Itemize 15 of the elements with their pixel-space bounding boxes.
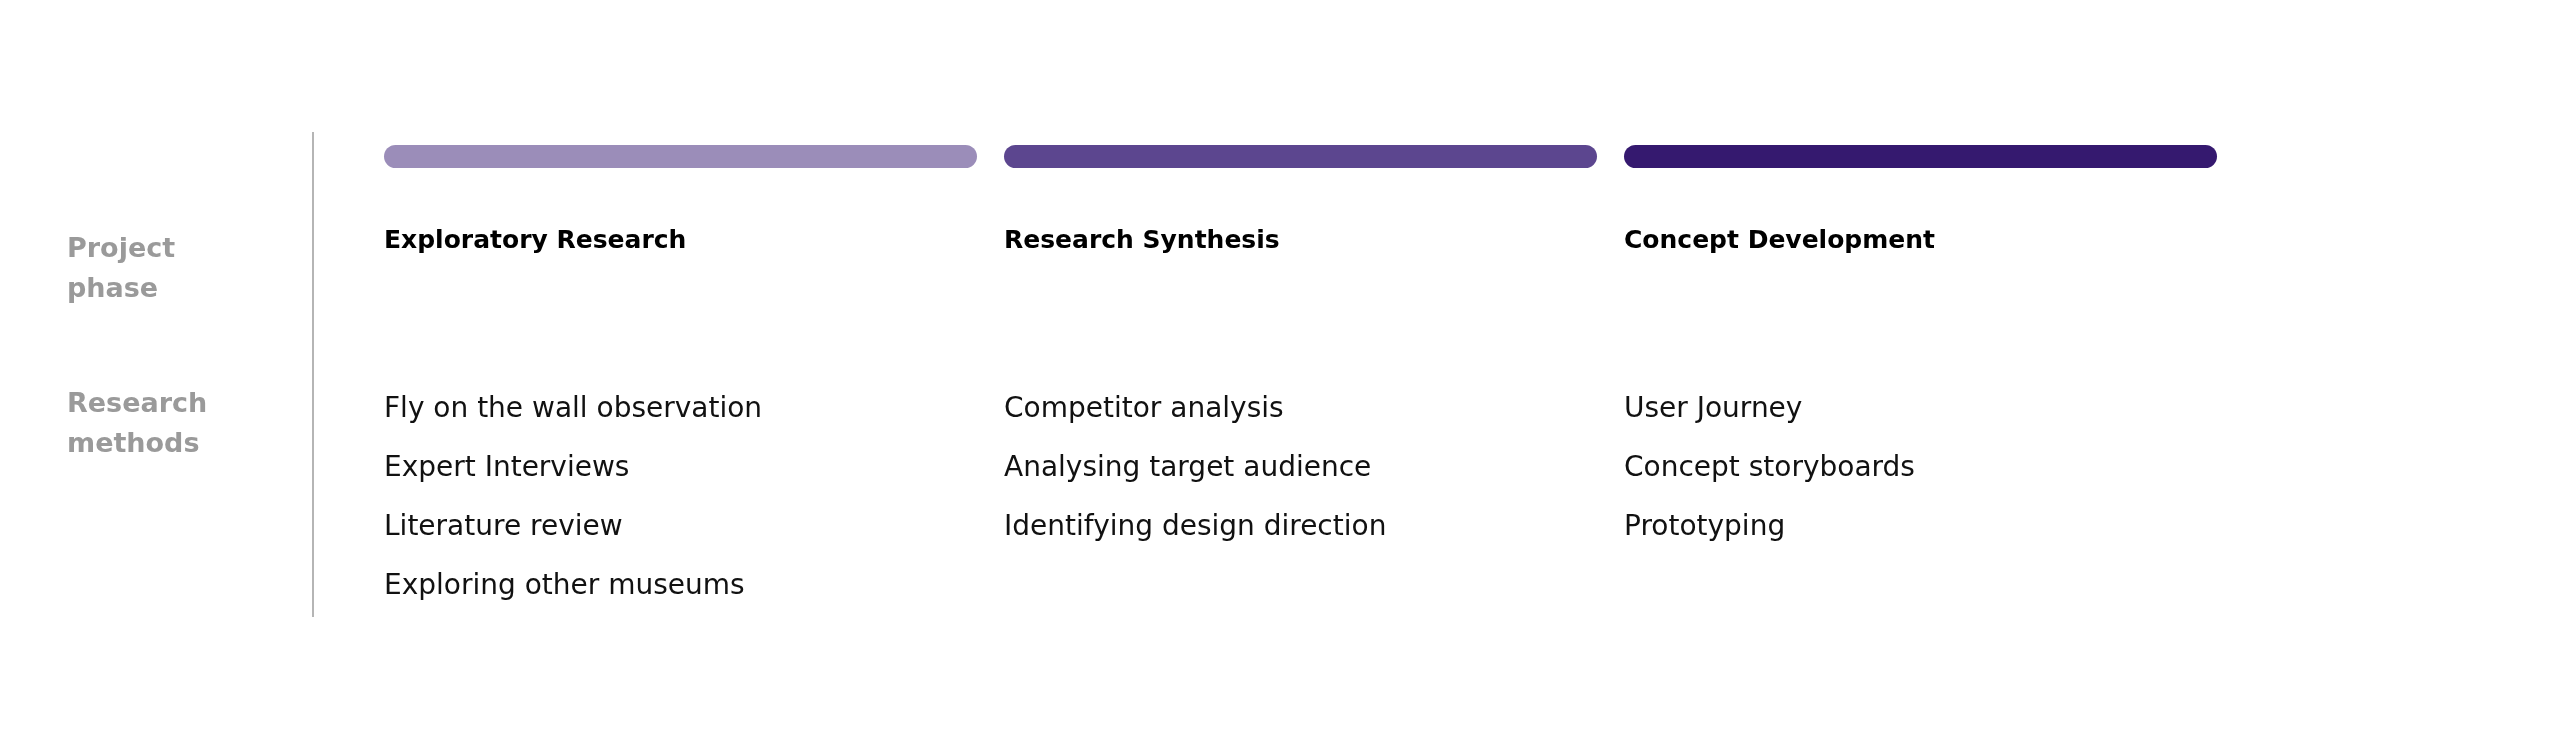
method-item: User Journey	[1624, 391, 1803, 424]
method-item: Fly on the wall observation	[384, 391, 763, 424]
method-item: Prototyping	[1624, 509, 1786, 542]
method-item: Exploring other museums	[384, 568, 745, 601]
method-item: Literature review	[384, 509, 623, 542]
row-heading: Research methods	[67, 386, 209, 460]
method-item: Expert Interviews	[384, 450, 630, 483]
method-item: Competitor analysis	[1004, 391, 1284, 424]
phase-title: Concept Development	[1624, 225, 1935, 254]
method-item: Identifying design direction	[1004, 509, 1387, 542]
method-item: Analysing target audience	[1004, 450, 1372, 483]
phase-title: Research Synthesis	[1004, 225, 1280, 254]
row-heading: Project phase	[67, 231, 177, 305]
method-item: Concept storyboards	[1624, 450, 1915, 483]
phase-title: Exploratory Research	[384, 225, 687, 254]
